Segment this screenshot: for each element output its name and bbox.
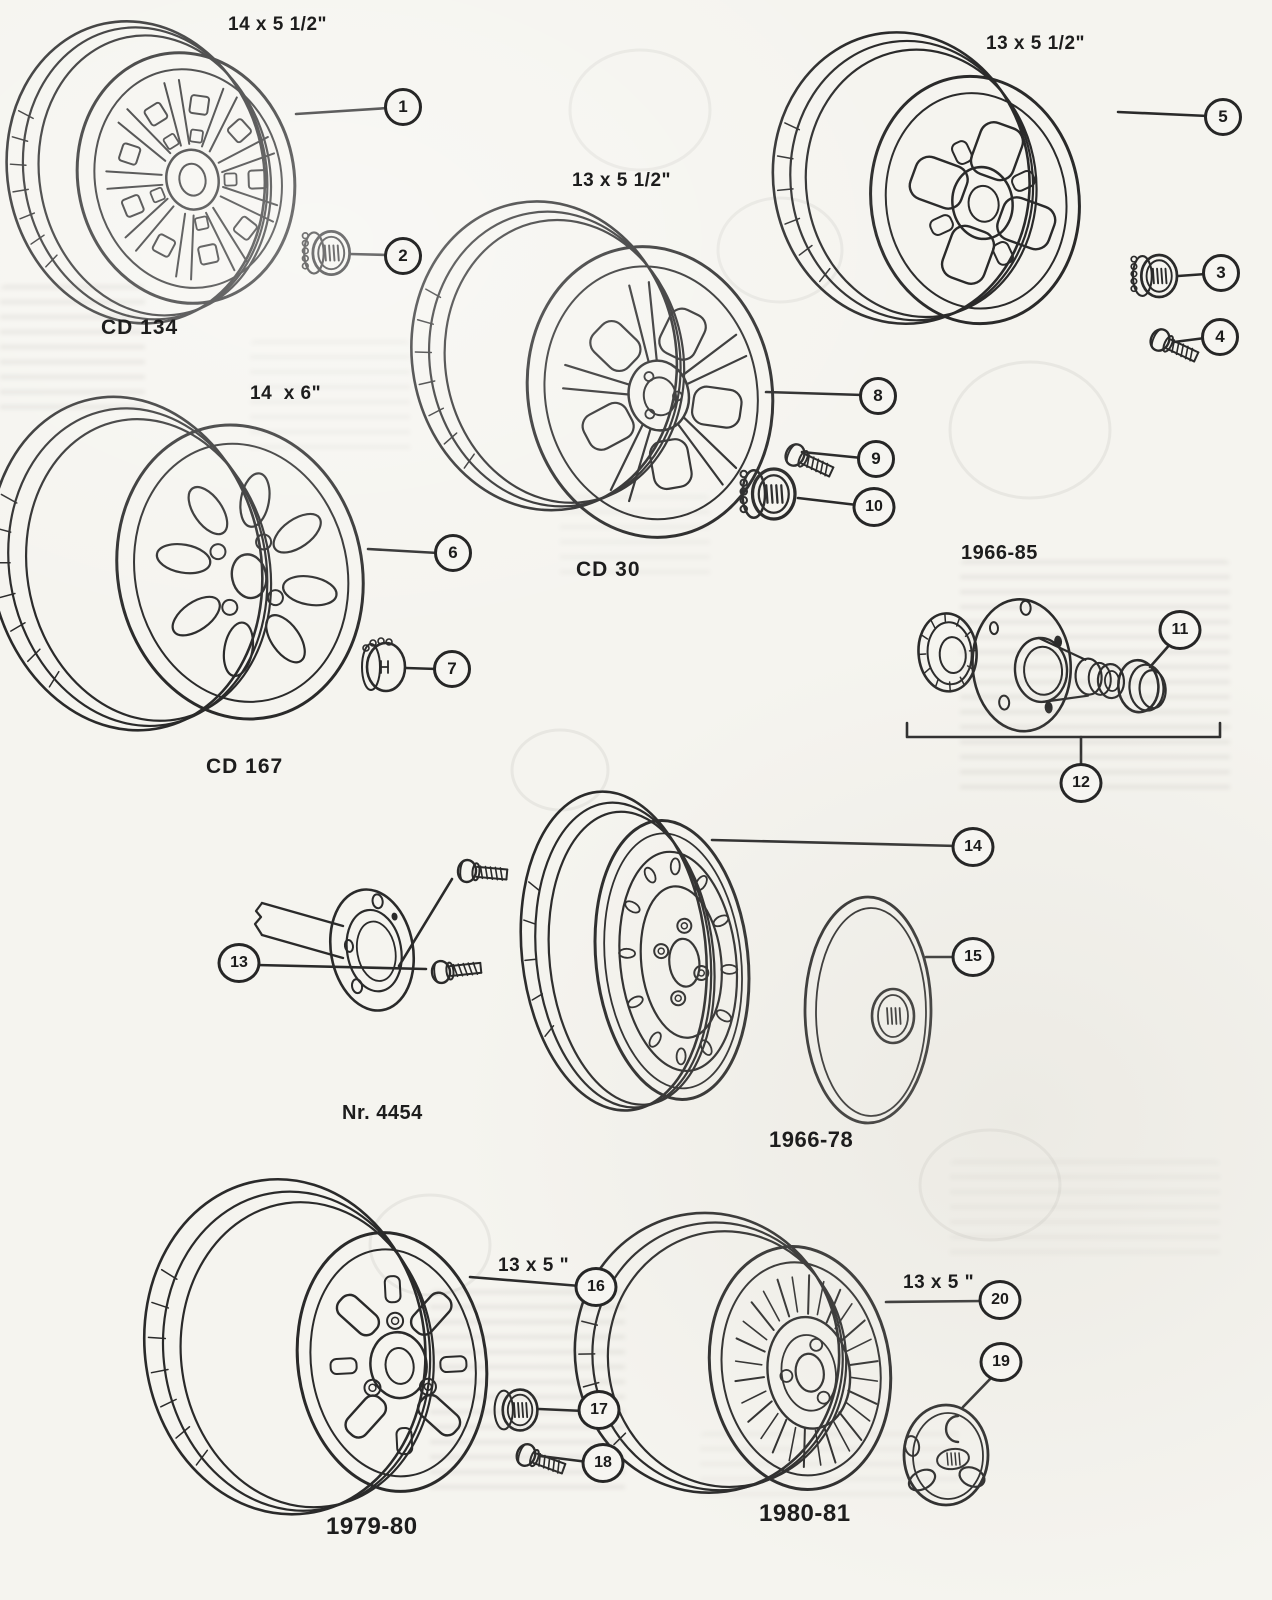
axle-flange-drawing	[253, 888, 416, 1012]
alloy-wheel-cd134-drawing	[5, 19, 297, 325]
years-label-1980: 1980-81	[759, 1500, 851, 1527]
callout-19: 19	[979, 1342, 1023, 1382]
code-label-cd167: CD 167	[206, 755, 284, 778]
center-cap-2	[301, 229, 352, 277]
years-label-hubcap: 1966-78	[769, 1127, 854, 1152]
code-label-cd30: CD 30	[576, 558, 641, 581]
print-bleed-through	[560, 495, 710, 580]
center-cap-10	[739, 467, 797, 521]
size-label-top-right: 13 x 5 1/2"	[986, 33, 1086, 54]
print-bleed-through	[0, 285, 145, 415]
center-cap-17	[493, 1388, 539, 1432]
print-bleed-through	[960, 560, 1230, 795]
size-label-1980: 13 x 5 "	[903, 1272, 975, 1293]
size-label-cd134: 14 x 5 1/2"	[228, 14, 328, 35]
callout-6: 6	[434, 534, 472, 572]
center-cap-3	[1130, 253, 1179, 299]
size-label-1979: 13 x 5 "	[498, 1255, 570, 1276]
callout-2: 2	[384, 237, 422, 275]
print-bleed-through	[700, 1432, 960, 1507]
alloy-wheel-cd30-drawing	[410, 200, 775, 539]
years-label-hub: 1966-85	[961, 542, 1038, 564]
size-label-cd30: 13 x 5 1/2"	[572, 170, 672, 191]
lug-bolt-4	[1149, 328, 1200, 363]
center-cap-7	[361, 637, 407, 693]
callout-20: 20	[978, 1280, 1022, 1320]
print-bleed-through	[250, 340, 410, 455]
callout-15: 15	[951, 937, 995, 977]
callout-4: 4	[1201, 318, 1239, 356]
callout-17: 17	[577, 1390, 621, 1430]
callout-3: 3	[1202, 254, 1240, 292]
years-label-1979: 1979-80	[326, 1513, 418, 1540]
callout-8: 8	[859, 377, 897, 415]
callout-7: 7	[433, 650, 471, 688]
alloy-wheel-cd167-drawing	[0, 395, 365, 732]
callout-12: 12	[1059, 763, 1103, 803]
lug-bolt-9	[784, 443, 835, 478]
lug-bolt-18	[515, 1443, 567, 1475]
alloy-wheel-top-right-drawing	[771, 31, 1081, 326]
callout-14: 14	[951, 827, 995, 867]
hub-bolt-13b	[430, 959, 483, 985]
callout-10: 10	[852, 487, 896, 527]
callout-16: 16	[574, 1267, 618, 1307]
callout-9: 9	[857, 440, 895, 478]
ref-label-axle: Nr. 4454	[342, 1102, 423, 1124]
steel-wheel-drawing	[519, 790, 751, 1112]
code-label-cd134: CD 134	[101, 316, 179, 339]
callout-5: 5	[1204, 98, 1242, 136]
callout-13: 13	[217, 943, 261, 983]
dome-hubcap-drawing	[803, 895, 933, 1125]
rear-hub-assembly-drawing	[917, 598, 1167, 733]
hub-bolt-13a	[456, 858, 509, 884]
leader-lines	[255, 106, 1222, 1464]
center-cap-19	[902, 1403, 990, 1507]
size-label-cd167: 14 x 6"	[250, 383, 322, 404]
callout-11: 11	[1158, 610, 1202, 650]
wheel-1979-80-drawing	[142, 1177, 489, 1516]
callout-18: 18	[581, 1443, 625, 1483]
callout-1: 1	[384, 88, 422, 126]
print-bleed-through	[950, 1160, 1220, 1260]
